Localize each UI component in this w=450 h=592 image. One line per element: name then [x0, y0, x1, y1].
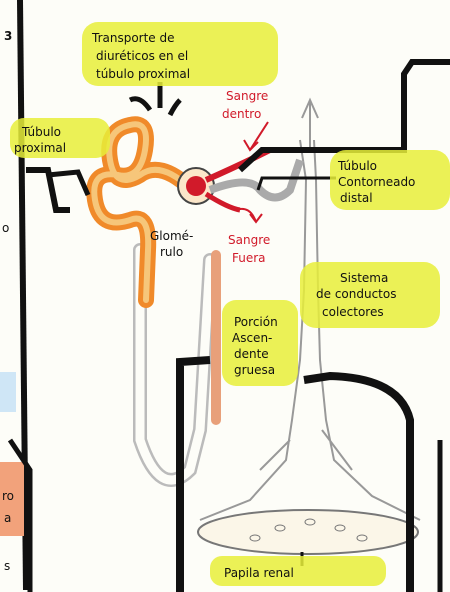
arrow-blood-in — [244, 122, 268, 150]
proximal-label-2: proximal — [14, 141, 66, 155]
ascending-label-2: Ascen- — [232, 331, 272, 345]
sangre-dentro-1: Sangre — [226, 89, 268, 103]
arrow-into-tubule — [130, 82, 180, 115]
proximal-label-1: Túbulo — [21, 125, 61, 139]
ascending-label-4: gruesa — [234, 363, 275, 377]
duct-label-3: colectores — [322, 305, 384, 319]
duct-arrow-up — [302, 100, 318, 150]
duct-label-1: Sistema — [340, 271, 388, 285]
efferent-arteriole — [206, 194, 240, 210]
renal-papilla — [198, 510, 418, 554]
arrow-blood-out — [236, 209, 262, 222]
left-edge-hook — [26, 170, 70, 210]
transport-label-2: diuréticos en el — [96, 49, 188, 63]
papila-label: Papila renal — [224, 566, 294, 580]
duct-label-2: de conductos — [316, 287, 396, 301]
glomerulo-label-2: rulo — [160, 245, 183, 259]
left-box-fragment-1: ro — [2, 489, 14, 503]
left-bottom-fragment: s — [4, 559, 10, 573]
sangre-fuera-2: Fuera — [232, 251, 266, 265]
distal-label-3: distal — [340, 191, 373, 205]
transport-label-1: Transporte de — [91, 31, 175, 45]
ascending-label-3: dente — [234, 347, 269, 361]
left-fragment: o — [2, 221, 9, 235]
page-marker: 3 — [4, 29, 12, 43]
left-box-fragment-2: a — [4, 511, 11, 525]
right-frame-line — [392, 62, 450, 150]
distal-label-2: Contorneado — [338, 175, 415, 189]
ascending-label-1: Porción — [234, 315, 278, 329]
side-blue-patch — [0, 372, 16, 412]
glomerulo-label-1: Glomé- — [150, 229, 193, 243]
transport-label-3: túbulo proximal — [96, 67, 190, 81]
glomerulus — [186, 176, 206, 196]
sangre-dentro-2: dentro — [222, 107, 261, 121]
sangre-fuera-1: Sangre — [228, 233, 270, 247]
distal-label-1: Túbulo — [337, 159, 377, 173]
